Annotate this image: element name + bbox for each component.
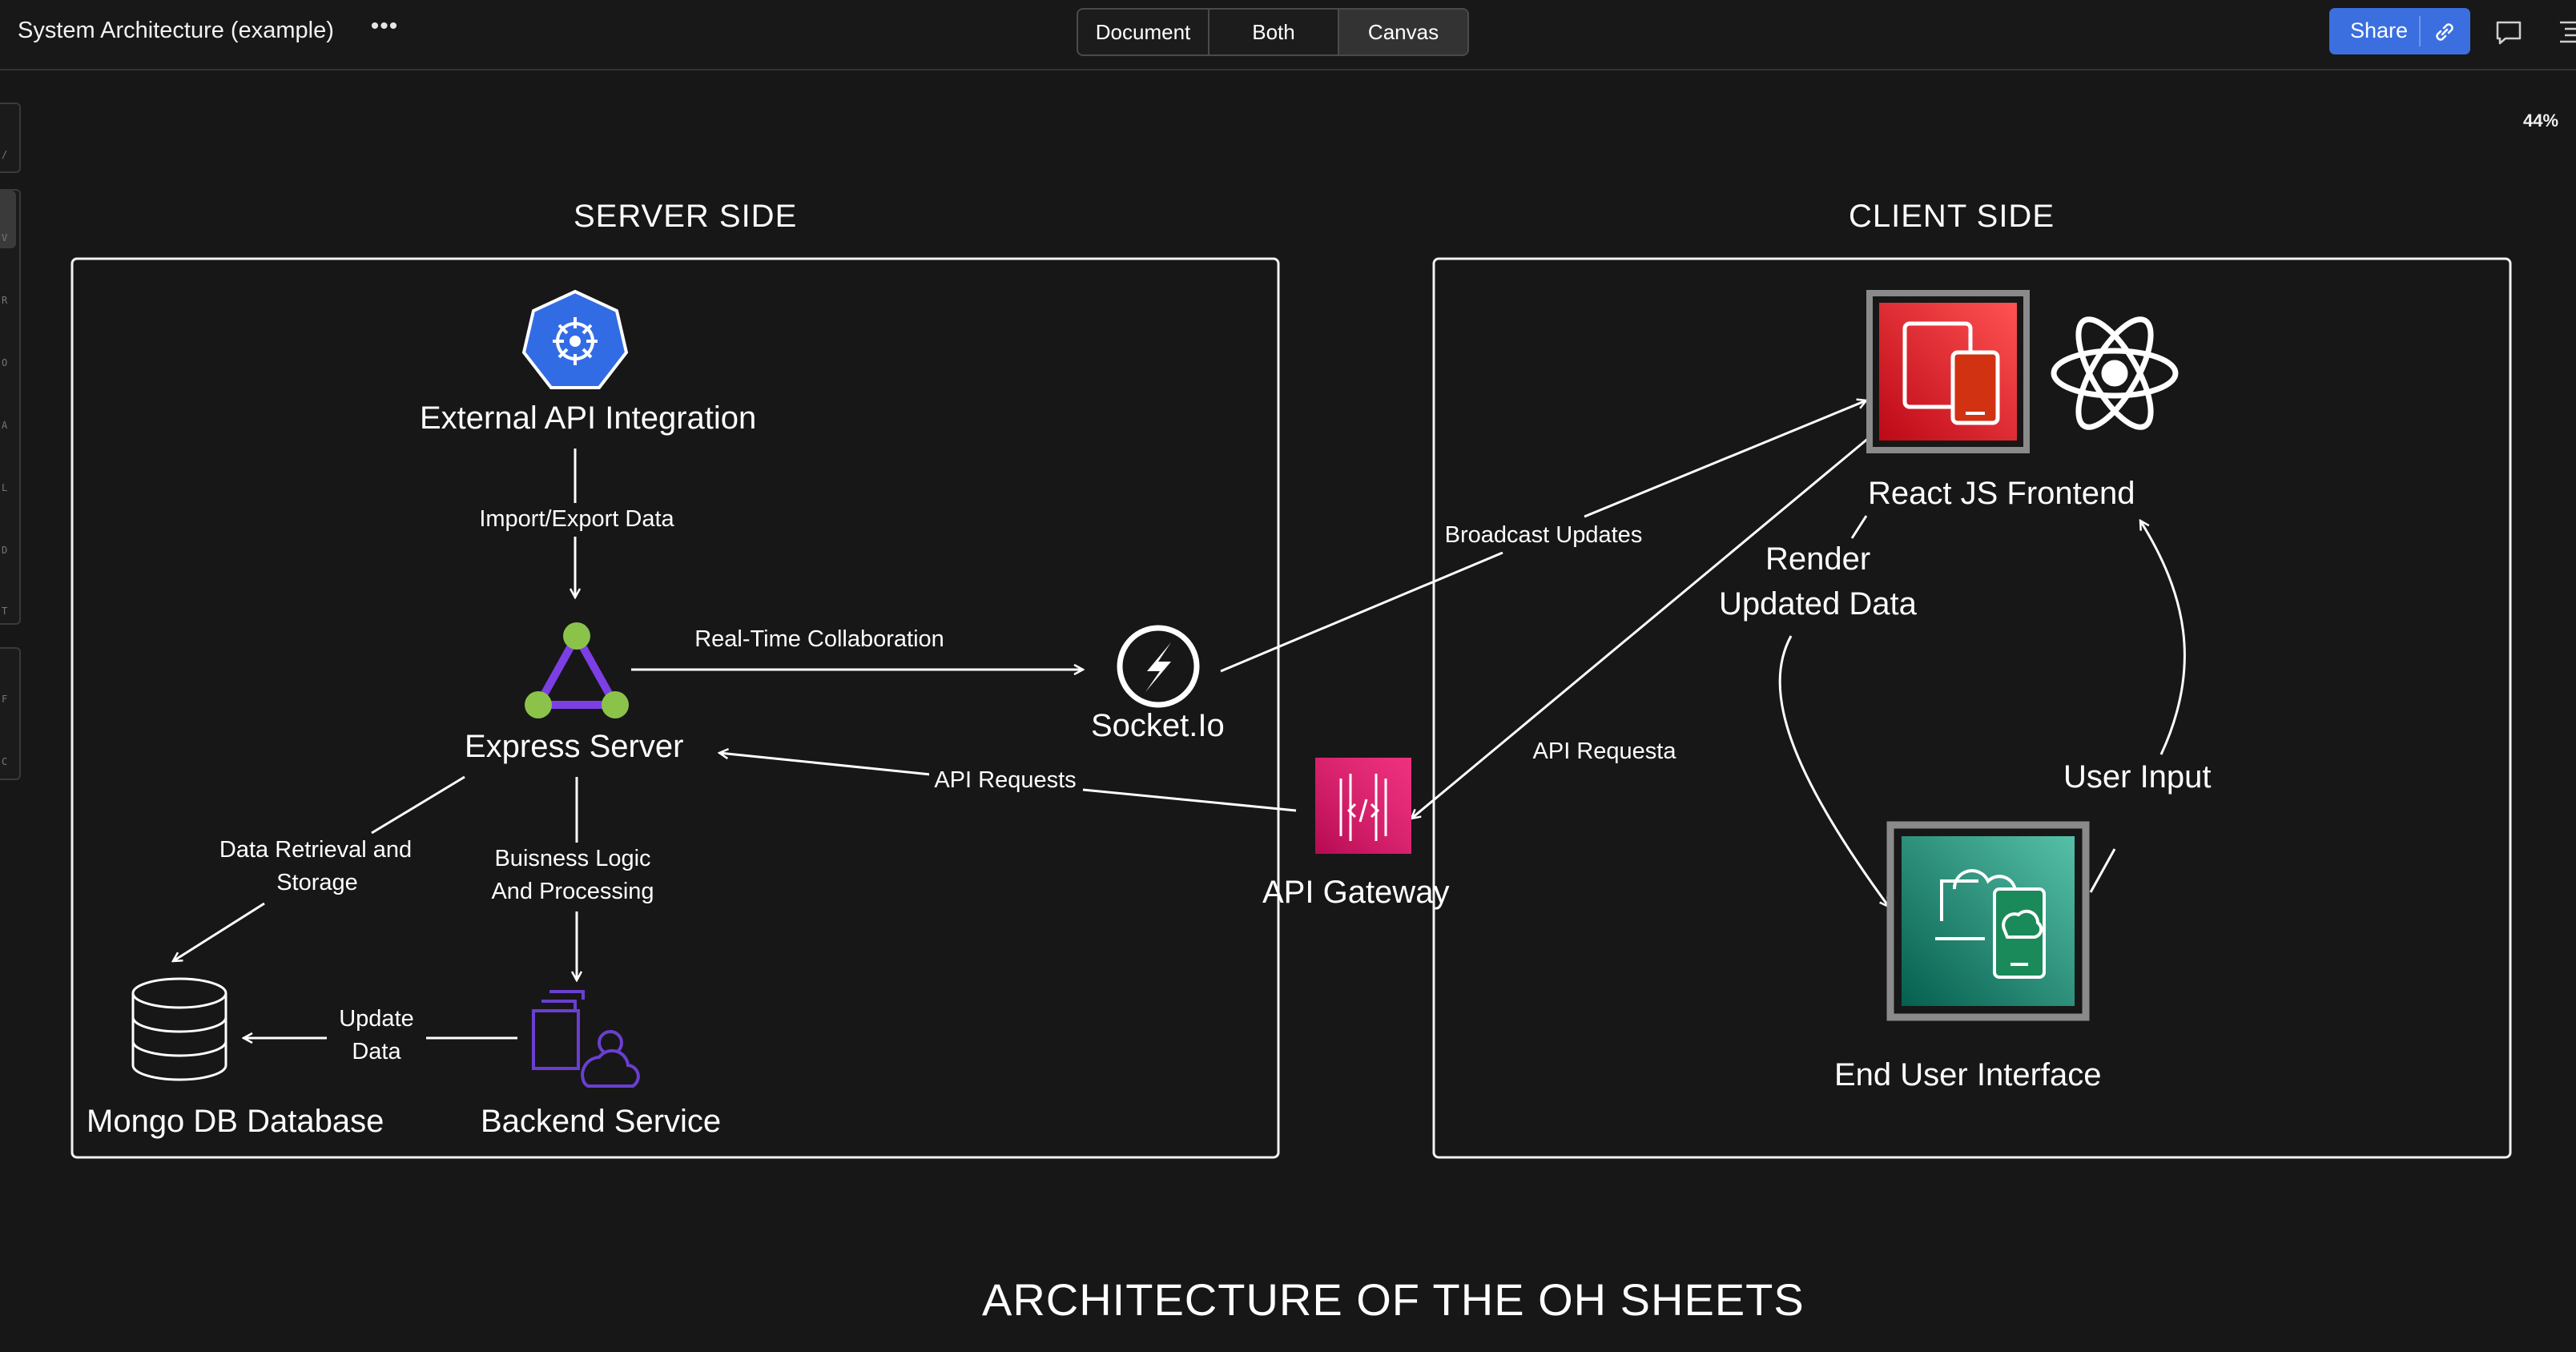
link-icon[interactable]	[2429, 16, 2461, 48]
database-cylinder-icon[interactable]	[131, 977, 227, 1081]
share-button[interactable]: Share	[2329, 8, 2470, 54]
share-divider	[2419, 16, 2421, 46]
user-input-connector[interactable]	[2089, 848, 2116, 893]
external-api-label[interactable]: External API Integration	[420, 400, 757, 436]
react-logo-icon[interactable]	[2051, 309, 2179, 437]
server-side-title[interactable]: SERVER SIDE	[574, 199, 798, 234]
update-data-label-line2[interactable]: Data	[327, 1036, 426, 1068]
api-requesta-arrow[interactable]	[1411, 436, 1870, 819]
tool-key[interactable]: F	[2, 694, 8, 705]
tool-key[interactable]: R	[2, 295, 8, 306]
data-retrieval-arrow[interactable]	[173, 902, 265, 961]
diagram-bottom-title[interactable]: ARCHITECTURE OF THE OH SHEETS	[982, 1274, 1805, 1325]
import-export-label[interactable]: Import/Export Data	[473, 503, 681, 536]
api-requests-arrow[interactable]	[719, 753, 932, 776]
view-mode-switcher: Document Both Canvas	[1077, 8, 1469, 56]
business-logic-label-line1[interactable]: Buisness Logic	[477, 843, 668, 875]
render-label-line2[interactable]: Updated Data	[1719, 586, 1917, 622]
devices-icon[interactable]	[1866, 290, 2030, 453]
backend-service-label[interactable]: Backend Service	[481, 1104, 722, 1139]
user-input-label[interactable]: User Input	[2063, 759, 2212, 795]
tool-key[interactable]: O	[2, 357, 8, 368]
data-retrieval-label-line2[interactable]: Storage	[261, 867, 373, 899]
api-gateway-icon[interactable]	[1315, 758, 1411, 854]
view-document-button[interactable]: Document	[1078, 10, 1210, 54]
realtime-collaboration-label[interactable]: Real-Time Collaboration	[687, 623, 952, 656]
zoom-level[interactable]: 44%	[2523, 111, 2559, 131]
tool-key[interactable]: C	[2, 756, 8, 767]
client-side-title[interactable]: CLIENT SIDE	[1849, 199, 2055, 234]
tool-rail-main: V R O A L D T	[0, 189, 21, 625]
backend-service-icon[interactable]	[532, 990, 640, 1088]
tool-key[interactable]: A	[2, 420, 8, 431]
api-requests-connector[interactable]	[1082, 788, 1297, 812]
view-both-button[interactable]: Both	[1210, 10, 1339, 54]
outline-icon[interactable]	[2557, 16, 2576, 48]
render-label-line1[interactable]: Render	[1765, 541, 1871, 577]
update-data-label-line1[interactable]: Update	[327, 1003, 426, 1036]
client-side-frame[interactable]	[1432, 257, 2512, 1159]
business-logic-label-line2[interactable]: And Processing	[477, 875, 668, 908]
kubernetes-icon[interactable]	[521, 289, 629, 389]
tool-active-highlight	[0, 191, 16, 248]
graphql-triangle-icon[interactable]	[525, 622, 629, 718]
broadcast-updates-label[interactable]: Broadcast Updates	[1435, 519, 1652, 552]
broadcast-arrow[interactable]	[1584, 400, 1866, 518]
express-server-label[interactable]: Express Server	[465, 729, 684, 764]
comment-icon[interactable]	[2493, 16, 2525, 48]
server-side-frame[interactable]	[70, 257, 1280, 1159]
api-requests-label[interactable]: API Requests	[929, 764, 1081, 797]
tool-key[interactable]: T	[2, 606, 8, 617]
socket-io-label[interactable]: Socket.Io	[1091, 708, 1225, 743]
tool-key[interactable]: L	[2, 482, 8, 493]
view-canvas-button[interactable]: Canvas	[1339, 10, 1467, 54]
more-options-button[interactable]: •••	[370, 13, 399, 39]
document-title[interactable]: System Architecture (example)	[18, 18, 334, 43]
user-input-arrow[interactable]	[2140, 521, 2186, 755]
tool-key[interactable]: V	[2, 232, 8, 243]
api-requesta-label[interactable]: API Requesta	[1527, 735, 1682, 768]
mongo-db-label[interactable]: Mongo DB Database	[87, 1104, 384, 1139]
data-retrieval-connector[interactable]	[371, 775, 465, 835]
socketio-icon[interactable]	[1117, 625, 1200, 708]
tool-rail-top: /	[0, 103, 21, 173]
tool-key[interactable]: D	[2, 545, 8, 556]
react-frontend-label[interactable]: React JS Frontend	[1868, 476, 2135, 511]
end-user-computing-icon[interactable]	[1886, 821, 2090, 1021]
render-arrow[interactable]	[1778, 635, 1889, 907]
broadcast-connector[interactable]	[1220, 551, 1503, 673]
data-retrieval-label-line1[interactable]: Data Retrieval and	[210, 834, 421, 867]
tool-key[interactable]: /	[2, 149, 8, 160]
top-bar: System Architecture (example) ••• Docume…	[0, 0, 2576, 70]
render-connector[interactable]	[1850, 515, 1868, 539]
share-label: Share	[2350, 18, 2409, 42]
api-gateway-label[interactable]: API Gateway	[1262, 875, 1450, 910]
tool-rail-bottom: F C	[0, 647, 21, 780]
end-user-interface-label[interactable]: End User Interface	[1834, 1057, 2102, 1092]
